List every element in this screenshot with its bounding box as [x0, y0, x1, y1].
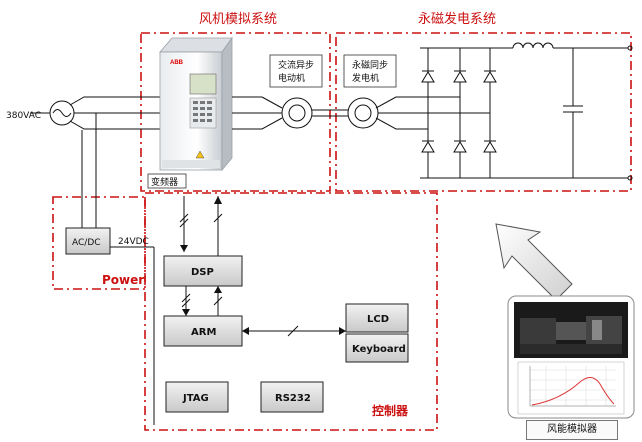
vfd-device: ABB — [159, 36, 233, 172]
arm-hmi-link — [242, 325, 346, 337]
generator-box — [343, 54, 397, 88]
control-label: 控制器 — [372, 403, 409, 418]
vfd-dsp-links — [179, 196, 223, 258]
vfd-label-box — [147, 173, 187, 189]
lcd-block — [345, 303, 409, 333]
generator-label-line2: 发电机 — [352, 72, 379, 84]
keyboard-block — [345, 333, 409, 363]
shaft-coupling — [312, 109, 348, 117]
rs232-block — [260, 381, 324, 413]
sine-icon — [52, 109, 72, 117]
generator-output-lines — [375, 96, 490, 130]
dsp-label: DSP — [191, 267, 214, 278]
power-label: Power — [102, 273, 144, 287]
lcd-label: LCD — [367, 314, 389, 325]
generator-label-line1: 永磁同步 — [352, 59, 388, 71]
arm-block — [163, 315, 243, 347]
dsp-arm-links — [181, 286, 223, 316]
simulator-caption: 风能模拟器 — [526, 420, 618, 440]
source-label: 380VAC — [6, 111, 41, 121]
vfd-label: 变频器 — [151, 176, 178, 188]
supply-voltage-label: 24VDC — [118, 237, 149, 247]
fan-sim-title: 风机模拟系统 — [199, 12, 277, 27]
motor-label-line1: 交流异步 — [278, 59, 314, 71]
motor-box — [269, 54, 323, 88]
jtag-label: JTAG — [182, 393, 209, 404]
dsp-block — [163, 255, 243, 287]
three-phase-input-lines — [30, 96, 160, 228]
motor-symbol — [281, 97, 313, 129]
rectifier-bridge — [420, 47, 500, 179]
motor-label-line2: 电动机 — [278, 72, 305, 84]
control-boundary — [144, 192, 438, 431]
arm-label: ARM — [191, 327, 216, 338]
keyboard-label: Keyboard — [352, 344, 406, 355]
acdc-label: AC/DC — [72, 238, 101, 248]
pm-gen-title: 永磁发电系统 — [418, 11, 496, 27]
acdc-block — [65, 227, 111, 255]
pm-gen-boundary — [335, 32, 632, 192]
wind-simulator-photo — [507, 295, 635, 419]
rs232-label: RS232 — [275, 393, 311, 404]
dc-link — [500, 42, 633, 181]
vfd-output-lines — [232, 96, 283, 130]
fan-sim-boundary — [140, 32, 331, 192]
svg-text:ABB: ABB — [170, 60, 184, 66]
pointer-arrow-icon — [495, 223, 573, 301]
jtag-block — [165, 381, 229, 413]
generator-symbol — [347, 97, 379, 129]
